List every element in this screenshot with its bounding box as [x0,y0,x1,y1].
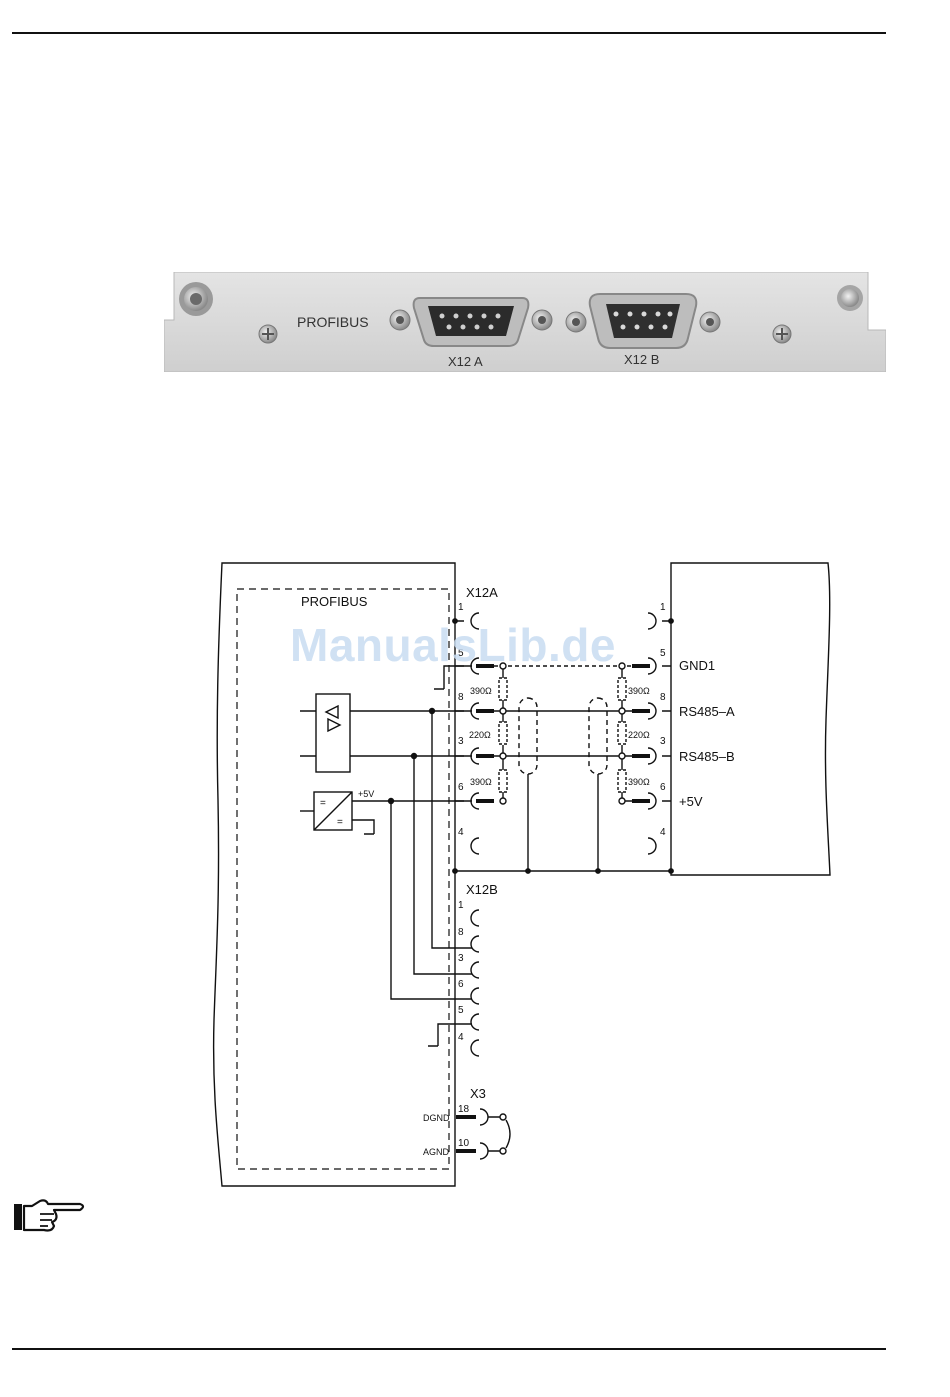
shield-drain-wires [528,774,598,871]
thumbscrew-left-icon [179,282,213,316]
remote-pin-5: 5 [660,648,666,659]
resistor-label-220-left: 220Ω [469,730,491,740]
rs485a-label: RS485–A [679,704,735,719]
x12a-pin-1: 1 [458,602,464,613]
remote-pin-8: 8 [660,692,666,703]
x3-agnd-label: AGND [423,1147,450,1157]
cable-shield-right [589,698,607,774]
supply-plus5v-label: +5V [358,789,374,799]
footer-rule [12,1348,886,1350]
remote-pin-4: 4 [660,827,666,838]
resistor-label-390-right-bottom: 390Ω [628,777,650,787]
x12b-pin8-wire [432,711,472,948]
x12b-pin-8: 8 [458,927,464,938]
x3-dgnd-label: DGND [423,1113,450,1123]
profibus-module-dashed-box [237,589,449,1169]
x12b-pin-3: 3 [458,953,464,964]
x3-pin-10: 10 [458,1138,470,1149]
faceplate-x12a-label: X12 A [448,354,483,369]
remote-pin-3: 3 [660,736,666,747]
x3-pin-18: 18 [458,1104,470,1115]
faceplate-x12b-label: X12 B [624,352,659,367]
x12b-pin-1: 1 [458,900,464,911]
x12a-plug-pins [476,666,650,801]
plus5v-label: +5V [679,794,703,809]
x3-header: X3 [470,1086,486,1101]
header-rule [12,32,886,34]
x12a-pin-8: 8 [458,692,464,703]
transceiver-inputs [300,711,316,756]
remote-pin-1: 1 [660,602,666,613]
x12b-pin-4: 4 [458,1032,464,1043]
cable-shield-left [519,698,537,774]
x12b-pin-6: 6 [458,979,464,990]
x12a-header: X12A [466,585,498,600]
transceiver-bus-wires [350,711,472,756]
resistor-label-390-left-top: 390Ω [470,686,492,696]
converter-input-symbol: = [320,798,326,809]
x3-sockets [480,1109,510,1159]
faceplate-profibus-label: PROFIBUS [297,314,369,330]
x12b-pin5-ground-icon [428,1024,472,1046]
transceiver-driver-icon [326,706,340,731]
converter-ground-icon [352,820,374,834]
resistor-label-220-right: 220Ω [628,730,650,740]
thumbscrew-right-icon [837,285,863,311]
termination-resistors-left [499,663,507,804]
screw-right-icon [773,325,791,343]
profibus-faceplate-photo: PROFIBUS X12 A X12 B [164,272,886,372]
x12b-header: X12B [466,882,498,897]
gnd1-label: GND1 [679,658,715,673]
profibus-block-label: PROFIBUS [301,594,368,609]
x3-jumper [506,1120,510,1148]
rs485b-label: RS485–B [679,749,735,764]
pointing-hand-note-icon [10,1196,86,1236]
rs485-transceiver [316,694,350,772]
resistor-label-390-left-bottom: 390Ω [470,777,492,787]
screw-left-icon [259,325,277,343]
x12a-pin-3: 3 [458,736,464,747]
watermark: ManualsLib.de [290,618,616,672]
remote-device-outline [671,563,830,875]
resistor-label-390-right-top: 390Ω [628,686,650,696]
remote-pin-6: 6 [660,782,666,793]
x12a-pin-6: 6 [458,782,464,793]
x12a-pin-4: 4 [458,827,464,838]
converter-output-symbol: = [337,817,343,828]
x12b-pin-5: 5 [458,1005,464,1016]
x12b-sockets [471,910,479,1056]
